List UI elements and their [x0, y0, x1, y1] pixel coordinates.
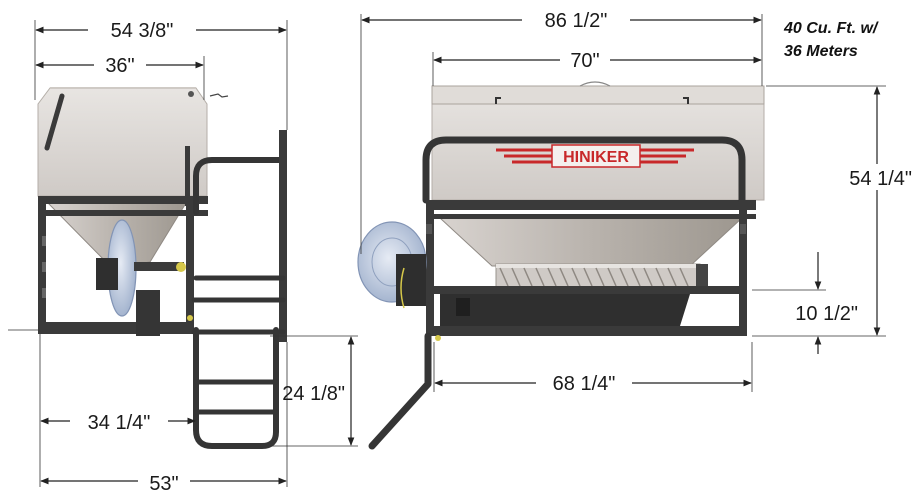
rear-conveyor	[495, 263, 708, 289]
dim-rear-conveyor-height: 10 1/2"	[795, 303, 858, 325]
dim-rear-frame-width: 68 1/4"	[553, 373, 616, 395]
capacity-note-line1: 40 Cu. Ft. w/	[783, 20, 879, 37]
dim-side-width-to-step: 34 1/4"	[88, 412, 151, 434]
rear-spinner	[357, 221, 441, 341]
side-dimension-lines	[34, 20, 358, 487]
dim-rear-height: 54 1/4"	[849, 168, 912, 190]
dim-side-bottom-width: 53"	[149, 473, 178, 494]
brand-name: HINIKER	[563, 149, 629, 166]
dim-side-hopper-width: 36"	[105, 55, 134, 77]
dim-rear-hopper-width: 70"	[570, 50, 599, 72]
dim-side-overall-width: 54 3/8"	[111, 20, 174, 42]
side-view	[8, 87, 287, 449]
dim-side-step-height: 24 1/8"	[282, 383, 345, 405]
side-hopper	[37, 87, 229, 197]
rear-hitch-arm	[368, 332, 432, 450]
dimension-labels: 54 3/8" 36" 34 1/4" 53" 24 1/8" 86 1/2" …	[70, 6, 916, 494]
side-spinner	[96, 219, 186, 336]
capacity-note-line2: 36 Meters	[784, 43, 858, 60]
side-step-ladder	[187, 130, 287, 449]
rear-funnel	[438, 217, 744, 267]
rear-view: HINIKER	[357, 81, 765, 450]
rear-frame	[422, 136, 756, 336]
hiniker-logo: HINIKER	[496, 144, 694, 168]
dim-rear-overall-width: 86 1/2"	[545, 10, 608, 32]
